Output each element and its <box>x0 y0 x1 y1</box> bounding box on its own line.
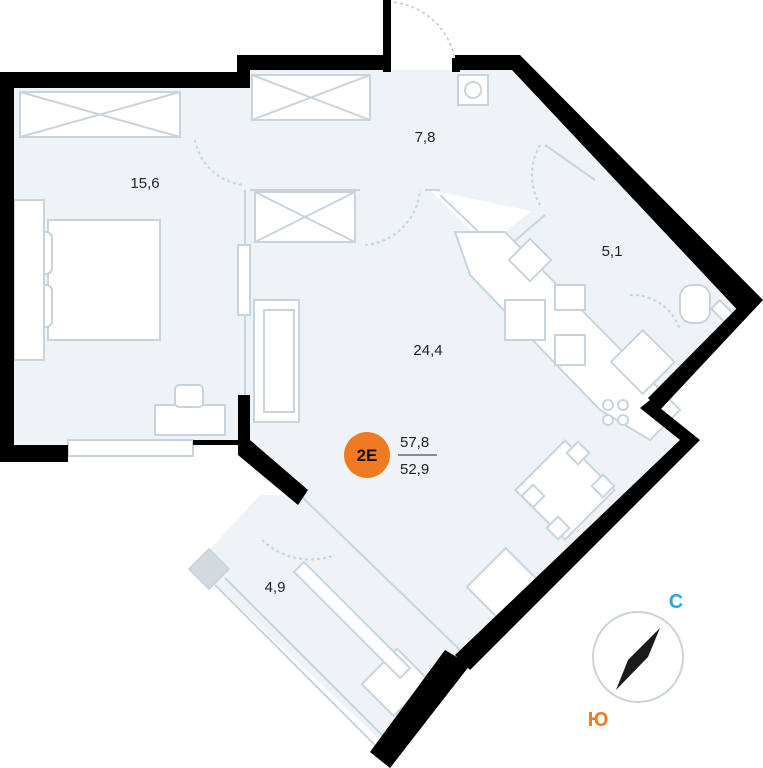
wardrobes <box>19 74 371 243</box>
room-labels: 15,6 7,8 5,1 24,4 4,9 <box>130 129 622 596</box>
compass: С Ю <box>588 591 684 731</box>
room-label-living: 24,4 <box>413 342 442 359</box>
bedroom-wall-left <box>0 72 14 462</box>
bed <box>13 199 161 361</box>
hall-wall-top-right <box>455 55 763 318</box>
entry-door-swing <box>387 1 456 61</box>
bathroom-door-swing <box>530 144 541 206</box>
bedroom-wall-bottom-right <box>193 395 308 505</box>
entry-door-frame-right <box>452 58 460 72</box>
room-label-hall: 7,8 <box>415 129 436 146</box>
compass-needle-icon <box>616 628 660 690</box>
bedroom-wall-bottom-left <box>0 445 68 462</box>
balcony-planter <box>292 560 412 680</box>
bedroom-side-window <box>237 244 251 316</box>
entry-door-frame-left <box>383 0 391 72</box>
apartment-type-circle <box>344 432 390 478</box>
sink <box>507 237 553 283</box>
balcony-wall-bottom <box>370 650 470 768</box>
sofa <box>253 299 300 423</box>
apartment-type: 2E <box>357 446 378 465</box>
balcony-railing <box>214 494 461 746</box>
room-label-bedroom: 15,6 <box>130 175 159 192</box>
balcony-column <box>187 547 231 591</box>
living-wall-right <box>455 400 700 670</box>
bathroom-partition-c <box>544 144 596 181</box>
furniture <box>13 74 711 718</box>
shower <box>609 328 676 396</box>
desk <box>154 384 226 436</box>
dining-table <box>514 439 616 541</box>
washer <box>457 74 489 106</box>
apartment-badge: 2E 57,8 52,9 <box>344 432 437 478</box>
bathroom-wall-right <box>648 300 763 410</box>
living-door-swing <box>364 189 421 246</box>
toilet <box>679 284 711 324</box>
hall-wardrobe <box>251 74 371 121</box>
shower-door-swing <box>629 293 681 331</box>
compass-south: Ю <box>588 709 609 731</box>
windows <box>67 244 743 457</box>
bathroom-floor <box>500 160 745 400</box>
living-area: 52,9 <box>400 461 429 478</box>
room-label-balcony: 4,9 <box>265 579 286 596</box>
kitchen-counter <box>453 231 682 442</box>
bathroom-partition-b <box>509 214 546 246</box>
compass-north: С <box>669 591 683 613</box>
balcony-door-swing <box>261 539 336 561</box>
living-wardrobe <box>254 191 356 243</box>
bedroom-wardrobe <box>19 91 181 138</box>
total-area: 57,8 <box>400 434 429 451</box>
bedroom-window <box>67 439 194 457</box>
room-label-bathroom: 5,1 <box>602 243 623 260</box>
hall-door-swing <box>194 139 246 186</box>
